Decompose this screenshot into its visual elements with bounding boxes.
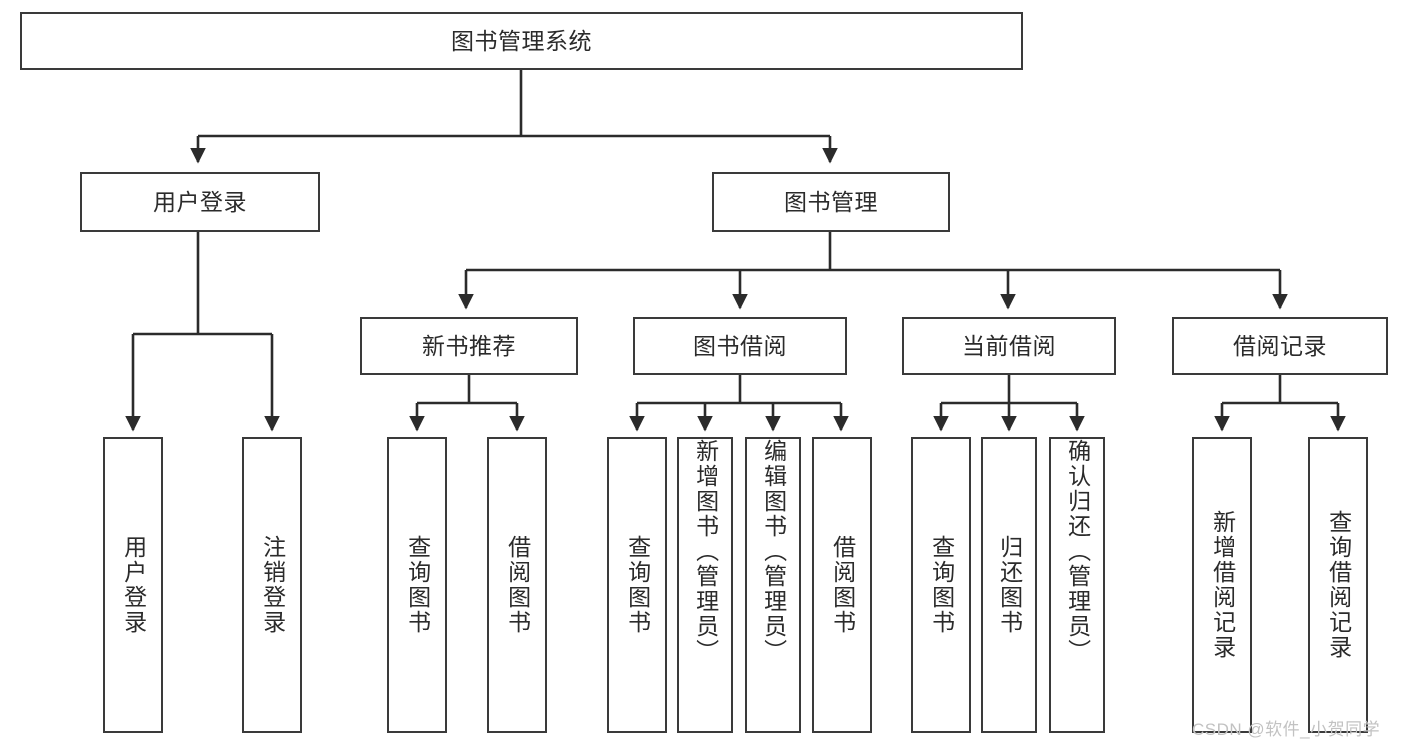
node-label: 用户登录 <box>153 188 247 215</box>
leaf-confirm-return-admin[interactable]: 确认归还（管理员） <box>1049 437 1105 733</box>
node-new-book-recommend[interactable]: 新书推荐 <box>360 317 578 375</box>
node-book-management[interactable]: 图书管理 <box>712 172 950 232</box>
leaf-label: 用户登录 <box>120 535 147 635</box>
leaf-user-logout[interactable]: 注销登录 <box>242 437 302 733</box>
leaf-label: 确认归还（管理员） <box>1064 439 1091 664</box>
leaf-borrow-book[interactable]: 借阅图书 <box>812 437 872 733</box>
leaf-edit-book-admin[interactable]: 编辑图书（管理员） <box>745 437 801 733</box>
leaf-label: 查询图书 <box>624 535 651 635</box>
node-borrow-record[interactable]: 借阅记录 <box>1172 317 1388 375</box>
node-user-login[interactable]: 用户登录 <box>80 172 320 232</box>
node-label: 图书管理系统 <box>451 27 592 54</box>
node-root-system[interactable]: 图书管理系统 <box>20 12 1023 70</box>
node-current-borrow[interactable]: 当前借阅 <box>902 317 1116 375</box>
node-label: 新书推荐 <box>422 332 516 359</box>
leaf-label: 借阅图书 <box>829 535 856 635</box>
leaf-label: 新增借阅记录 <box>1209 510 1236 660</box>
leaf-query-book-borrow[interactable]: 查询图书 <box>607 437 667 733</box>
leaf-label: 查询图书 <box>928 535 955 635</box>
leaf-label: 注销登录 <box>259 535 286 635</box>
leaf-label: 归还图书 <box>996 535 1023 635</box>
leaf-query-book-recommend[interactable]: 查询图书 <box>387 437 447 733</box>
leaf-add-borrow-record[interactable]: 新增借阅记录 <box>1192 437 1252 733</box>
leaf-query-borrow-record[interactable]: 查询借阅记录 <box>1308 437 1368 733</box>
leaf-label: 编辑图书（管理员） <box>760 439 787 664</box>
leaf-return-book[interactable]: 归还图书 <box>981 437 1037 733</box>
csdn-watermark: CSDN @软件_小贺同学 <box>1192 720 1381 739</box>
leaf-user-login[interactable]: 用户登录 <box>103 437 163 733</box>
leaf-label: 借阅图书 <box>504 535 531 635</box>
node-label: 借阅记录 <box>1233 332 1327 359</box>
node-label: 图书借阅 <box>693 332 787 359</box>
leaf-borrow-book-recommend[interactable]: 借阅图书 <box>487 437 547 733</box>
leaf-label: 查询图书 <box>404 535 431 635</box>
leaf-query-book-current[interactable]: 查询图书 <box>911 437 971 733</box>
leaf-label: 新增图书（管理员） <box>692 439 719 664</box>
leaf-label: 查询借阅记录 <box>1325 510 1352 660</box>
node-label: 当前借阅 <box>962 332 1056 359</box>
node-book-borrow[interactable]: 图书借阅 <box>633 317 847 375</box>
node-label: 图书管理 <box>784 188 878 215</box>
leaf-add-book-admin[interactable]: 新增图书（管理员） <box>677 437 733 733</box>
